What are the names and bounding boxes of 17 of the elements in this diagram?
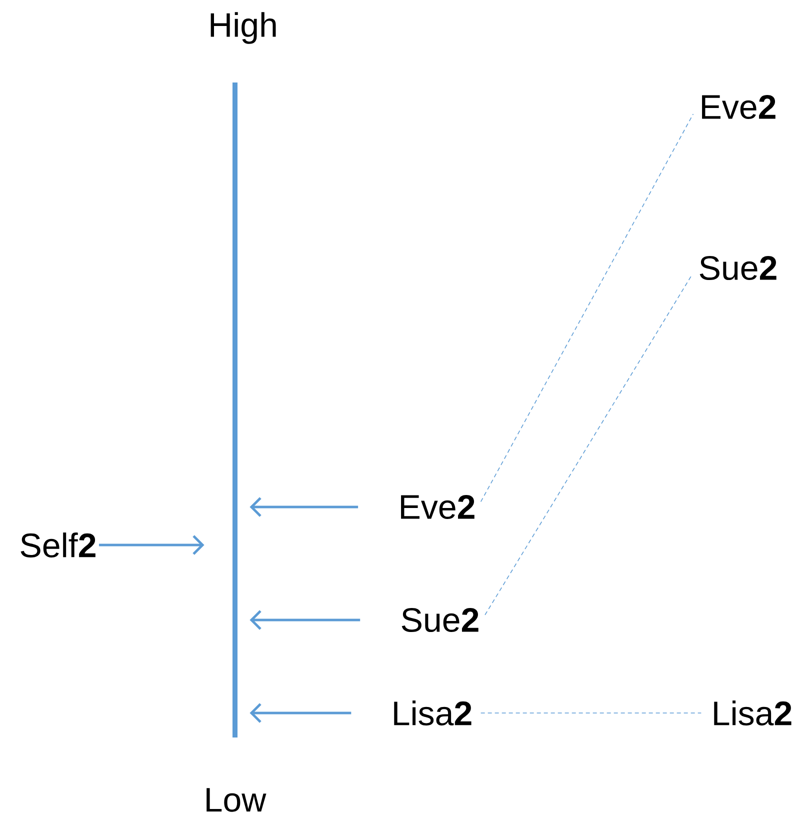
- arrow: [250, 497, 358, 517]
- name-label: Sue2: [402, 608, 478, 632]
- axis-label: High: [210, 12, 276, 44]
- connector-line: [480, 114, 694, 502]
- arrow: [250, 610, 360, 630]
- name-label: Sue2: [700, 256, 776, 280]
- name-label: Eve2: [702, 94, 776, 120]
- axis-label: Low: [206, 788, 266, 812]
- name-label: Eve2: [401, 494, 474, 520]
- connector-line: [484, 274, 692, 616]
- arrow: [98, 535, 204, 555]
- name-label: Self2: [20, 532, 96, 558]
- connector-line: [480, 712, 702, 714]
- name-label: Lisa2: [394, 700, 472, 726]
- name-label: Lisa2: [714, 700, 792, 726]
- scale-bar: [232, 82, 238, 738]
- arrow: [250, 703, 352, 723]
